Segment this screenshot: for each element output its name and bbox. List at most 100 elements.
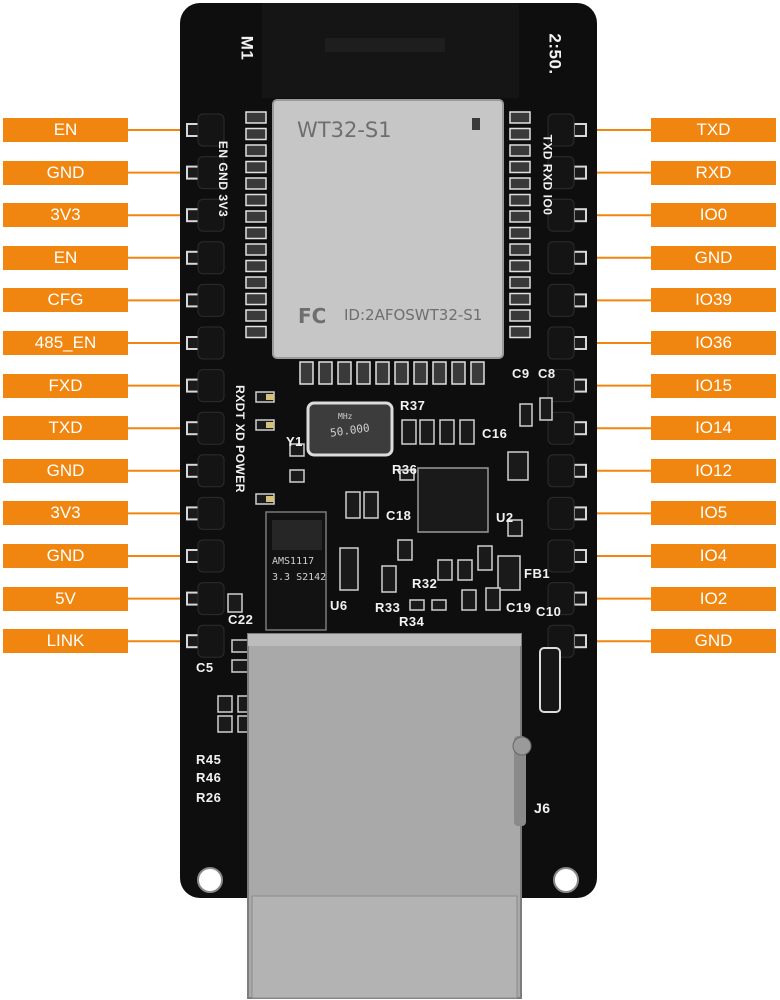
header-pad-outline [547,539,575,573]
regulator-line1: AMS1117 [272,556,315,567]
header-pad [573,208,587,223]
header-pad [186,634,200,649]
smd-part [227,593,243,613]
silk-top-right: 2:50. [545,33,565,75]
header-pad [573,336,587,350]
smd-part [289,443,305,457]
shield-hole [472,118,480,130]
smd-part [507,451,529,481]
header-pad-outline [547,156,575,190]
module-bottom-pad [470,361,485,385]
smd-part [231,659,249,673]
module-bottom-pad [356,361,371,385]
fcc-id: ID:2AFOSWT32-S1 [344,306,483,324]
module-pad [245,276,267,289]
smd-part [485,587,501,611]
header-pad-outline [547,369,575,403]
header-pad-outline [197,411,225,445]
header-pad [573,250,587,265]
module-bottom-pad [337,361,352,385]
smd-part [217,715,233,733]
header-pad-outline [547,113,575,147]
smd-part [419,419,435,445]
module-pad [509,193,531,207]
header-pad-outline [197,369,225,403]
module-pad [509,292,531,306]
smd-components [217,391,553,733]
left-pin-label: 3V3 [3,501,128,526]
silk-status-text: RXDT XD POWER [232,385,247,493]
silk-c19: C19 [506,600,532,615]
status-led [266,394,274,400]
module-pad [245,226,267,240]
module-pad [509,243,531,256]
silk-r34: R34 [399,614,425,629]
header-pad [186,250,200,265]
module-bottom-pad [394,361,409,385]
right-pin-label: IO14 [651,416,776,441]
right-pin-label: IO15 [651,373,776,398]
smd-part [399,469,415,481]
silk-c16: C16 [482,426,508,441]
silk-r32: R32 [412,576,438,591]
header-pad-outline [547,241,575,275]
left-pin-label: EN [3,245,128,270]
smd-part [457,559,473,581]
module-pad [509,325,531,339]
module-pad [509,144,531,157]
module-pad [509,111,531,124]
module-pad [245,243,267,256]
module-pad [245,210,267,223]
header-pad-outline [547,198,575,232]
silk-j6: J6 [534,800,551,816]
header-pad [573,549,587,563]
smd-part [437,559,453,581]
left-pin-label: GND [3,544,128,568]
module-bottom-pad [375,361,390,385]
header-pad-outline [197,241,225,275]
left-pin-label: 485_EN [3,331,128,355]
module-bottom-pad [299,361,314,385]
module-pad [245,160,267,174]
header-pad [186,506,200,521]
left-pin-label: GND [3,160,128,185]
rj45-top-lip [248,634,521,646]
smd-part [339,547,359,591]
header-pad-outline [197,582,225,616]
connector-lines [128,129,651,643]
silk-right-header-text: TXD RXD IO0 [540,134,555,216]
header-pad-outline [197,624,225,658]
header-pad-outline [197,283,225,317]
silk-c5: C5 [196,660,214,675]
silk-c22: C22 [228,612,254,627]
header-pad [573,463,587,478]
left-pin-label: GND [3,458,128,483]
header-pad [186,123,200,137]
module-pad [245,127,267,141]
led-pads [539,647,561,713]
right-pin-label: IO36 [651,331,776,355]
right-pin-label: RXD [651,160,776,185]
smd-part [461,589,477,611]
module-pads [245,111,531,339]
right-pin-label: IO39 [651,288,776,313]
module-pad [245,325,267,339]
silk-r37: R37 [400,398,426,413]
left-pin-label: EN [3,118,128,142]
module-pad [509,276,531,289]
header-pad-outline [197,198,225,232]
smd-part [431,599,447,611]
silk-u6: U6 [330,598,348,613]
smd-part [217,695,233,713]
module-bottom-pad [432,361,447,385]
header-pads [186,113,587,658]
module-pad [245,292,267,306]
smd-part [519,403,533,427]
header-pad-outline [197,454,225,488]
rj45-bottom-plate [251,895,518,999]
regulator-tab [272,520,322,550]
left-pin-label: LINK [3,629,128,654]
right-pin-label: GND [651,629,776,654]
smd-part [397,539,413,561]
